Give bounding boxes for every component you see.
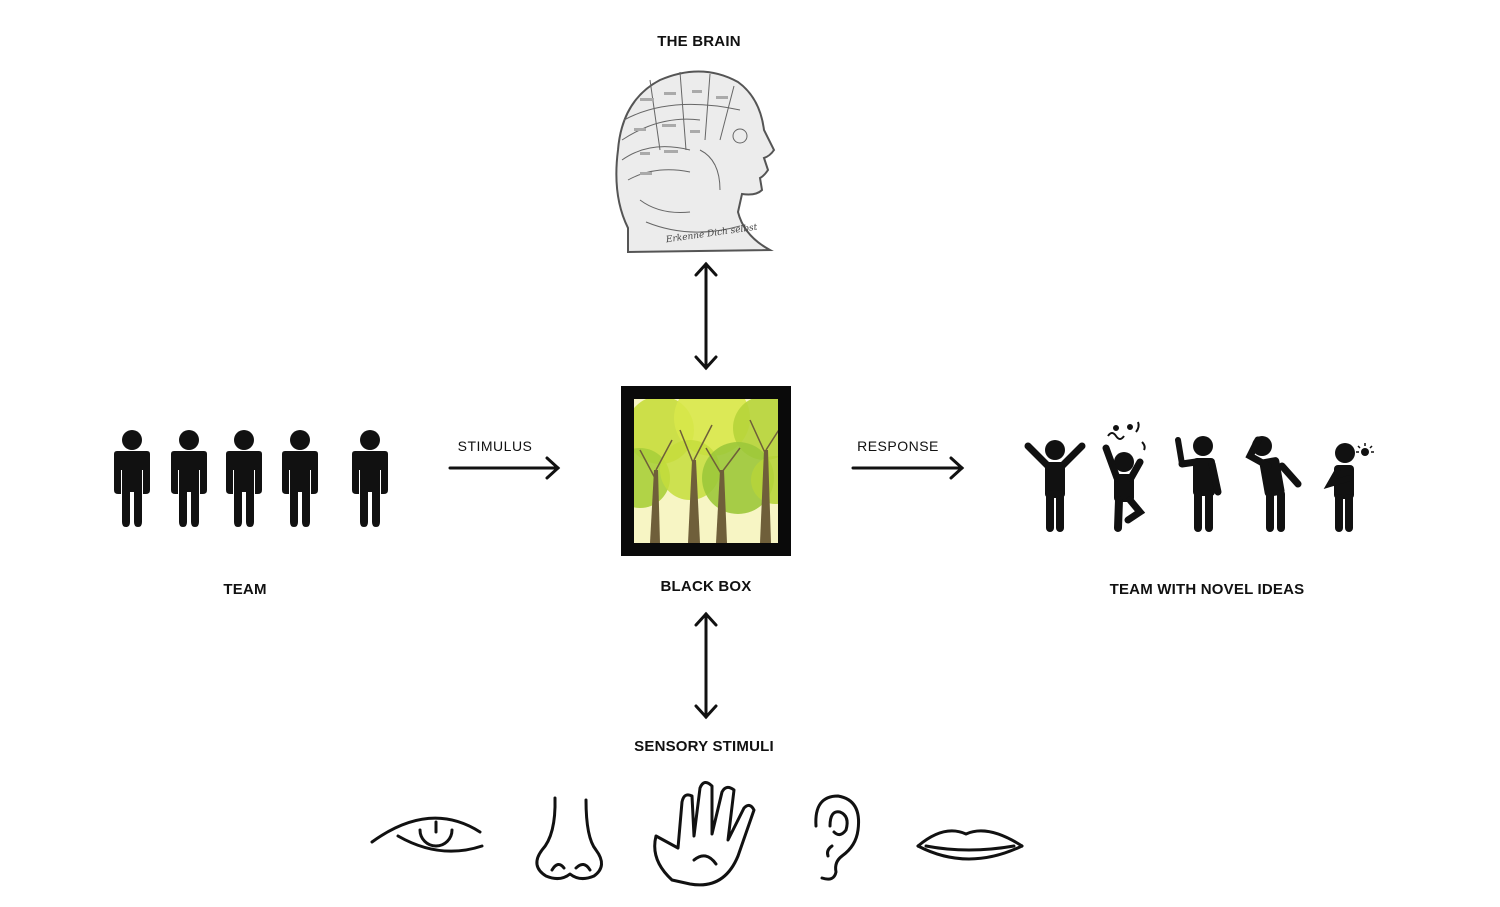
sensory-bidirectional-arrow [694,611,718,720]
brain-label: THE BRAIN [657,33,741,50]
sensory-icons [370,781,1024,887]
person-icon [171,430,207,527]
response-arrow [851,456,965,480]
brain-bidirectional-arrow [694,261,718,371]
team-figures [114,430,388,527]
team-novel-ideas-figures [1024,421,1374,532]
response-label: RESPONSE [857,438,939,454]
black-box-forest-image [621,386,791,556]
black-box-label: BLACK BOX [660,578,752,595]
stimulus-label: STIMULUS [457,438,533,454]
pointing-person-icon [1175,436,1222,532]
idea-person-icon [1323,443,1374,532]
team-novel-ideas-label: TEAM WITH NOVEL IDEAS [1109,581,1305,598]
ear-icon [814,794,861,881]
phrenology-head-icon: Erkenne Dich selbst [615,70,776,254]
hand-icon [653,781,756,887]
person-icon [226,430,262,527]
stimulus-arrow [448,456,561,480]
mouth-icon [916,829,1024,861]
person-icon [352,430,388,527]
eye-icon [370,816,484,853]
team-label: TEAM [223,581,267,598]
sensory-stimuli-label: SENSORY STIMULI [634,738,774,755]
dancing-person-icon [1102,421,1146,532]
person-icon [282,430,318,527]
person-icon [114,430,150,527]
cheering-person-icon [1024,440,1086,532]
nose-icon [535,796,603,881]
lightbulb-icon [1356,443,1374,456]
thinking-person-icon [1245,436,1302,532]
